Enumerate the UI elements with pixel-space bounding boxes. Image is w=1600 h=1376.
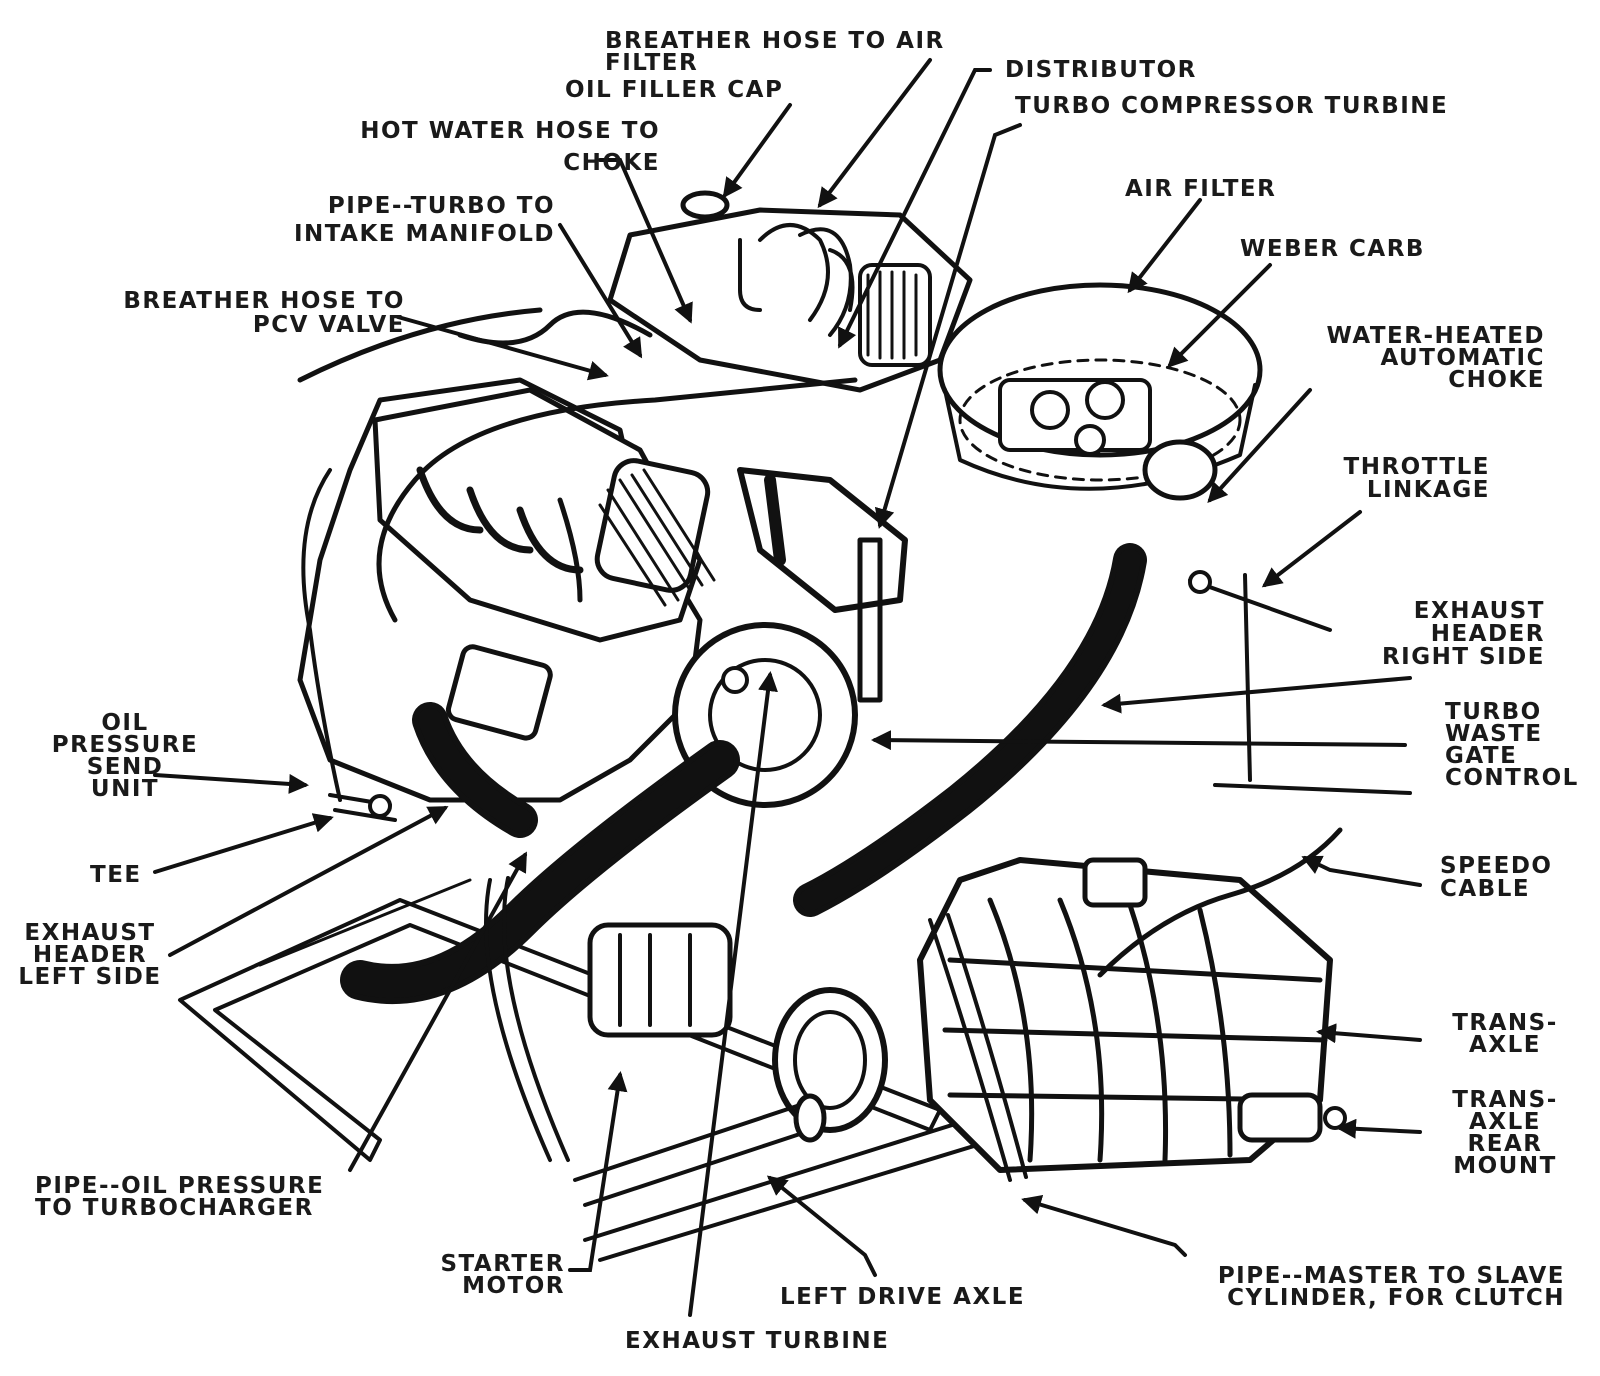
pipe-turbo-intake-line: PIPE--TURBO TO (328, 193, 555, 219)
oil-filler-cap-line: OIL FILLER CAP (565, 77, 783, 103)
oil-pressure-send-line: SEND (87, 754, 164, 780)
breather-air-filter-line: FILTER (605, 50, 698, 76)
weber-carb-line: WEBER CARB (1240, 236, 1425, 262)
turbo-waste-gate-line: GATE (1445, 743, 1517, 769)
oil-pressure-send-line: PRESSURE (52, 732, 198, 758)
pipe-master-slave-line: CYLINDER, FOR CLUTCH (1227, 1285, 1565, 1311)
engine-illustration (178, 190, 1412, 1262)
hot-water-hose-line: HOT WATER HOSE TO (360, 118, 660, 144)
distributor-line: DISTRIBUTOR (1005, 57, 1197, 83)
throttle-linkage-line: THROTTLE (1344, 454, 1490, 480)
label-left-drive-axle: LEFT DRIVE AXLE (780, 1284, 1025, 1310)
hot-water-hose-line: CHOKE (563, 150, 660, 176)
exhaust-header-right-line: EXHAUST (1414, 598, 1545, 624)
turbo-waste-gate-line: CONTROL (1445, 765, 1579, 791)
leader-lines (153, 58, 1422, 1317)
breather-pcv-line: PCV VALVE (253, 312, 405, 338)
label-oil-filler-cap: OIL FILLER CAP (565, 77, 783, 103)
pipe-oil-pressure-line: PIPE--OIL PRESSURE (35, 1173, 324, 1199)
label-turbo-compressor-turbine: TURBO COMPRESSOR TURBINE (1015, 93, 1448, 119)
exhaust-header-left-line: LEFT SIDE (18, 964, 161, 990)
label-weber-carb: WEBER CARB (1240, 236, 1425, 262)
pipe-master-slave-line: PIPE--MASTER TO SLAVE (1218, 1263, 1565, 1289)
pipe-turbo-intake-line: INTAKE MANIFOLD (294, 221, 555, 247)
throttle-linkage-line: LINKAGE (1367, 477, 1490, 503)
oil-pressure-send-line: UNIT (91, 776, 159, 802)
label-tee: TEE (90, 862, 142, 888)
water-heated-choke-line: CHOKE (1448, 367, 1545, 393)
label-distributor: DISTRIBUTOR (1005, 57, 1197, 83)
exhaust-header-right-line: HEADER (1431, 621, 1545, 647)
water-heated-choke-line: AUTOMATIC (1380, 345, 1545, 371)
starter-motor-line: STARTER (440, 1251, 565, 1277)
left-drive-axle-line: LEFT DRIVE AXLE (780, 1284, 1025, 1310)
exhaust-turbine-line: EXHAUST TURBINE (625, 1328, 889, 1354)
speedo-cable-line: SPEEDO (1440, 853, 1553, 879)
trans-axle-line: TRANS- (1452, 1010, 1558, 1036)
turbo-waste-gate-line: TURBO (1445, 699, 1542, 725)
trans-axle-rear-mount-line: AXLE (1469, 1109, 1541, 1135)
label-exhaust-turbine: EXHAUST TURBINE (625, 1328, 889, 1354)
exhaust-header-left-line: EXHAUST (24, 920, 155, 946)
trans-axle-rear-mount-line: REAR (1468, 1131, 1543, 1157)
starter-motor-line: MOTOR (462, 1273, 565, 1299)
breather-air-filter-line: BREATHER HOSE TO AIR (605, 28, 945, 54)
turbo-compressor-turbine-line: TURBO COMPRESSOR TURBINE (1015, 93, 1448, 119)
speedo-cable-line: CABLE (1440, 876, 1530, 902)
exhaust-header-left-line: HEADER (33, 942, 147, 968)
exhaust-header-right-line: RIGHT SIDE (1382, 644, 1545, 670)
label-trans-axle: TRANS-AXLE (1452, 1010, 1558, 1058)
pipe-oil-pressure-line: TO TURBOCHARGER (35, 1195, 314, 1221)
air-filter-line: AIR FILTER (1125, 176, 1276, 202)
tee-line: TEE (90, 862, 142, 888)
turbo-waste-gate-line: WASTE (1445, 721, 1543, 747)
trans-axle-rear-mount-line: MOUNT (1453, 1153, 1557, 1179)
oil-pressure-send-line: OIL (101, 710, 148, 736)
label-hot-water-hose: HOT WATER HOSE TO CHOKE (360, 118, 660, 176)
label-air-filter: AIR FILTER (1125, 176, 1276, 202)
trans-axle-rear-mount-line: TRANS- (1452, 1087, 1558, 1113)
breather-pcv-line: BREATHER HOSE TO (123, 288, 405, 314)
trans-axle-line: AXLE (1469, 1032, 1541, 1058)
water-heated-choke-line: WATER-HEATED (1327, 323, 1545, 349)
